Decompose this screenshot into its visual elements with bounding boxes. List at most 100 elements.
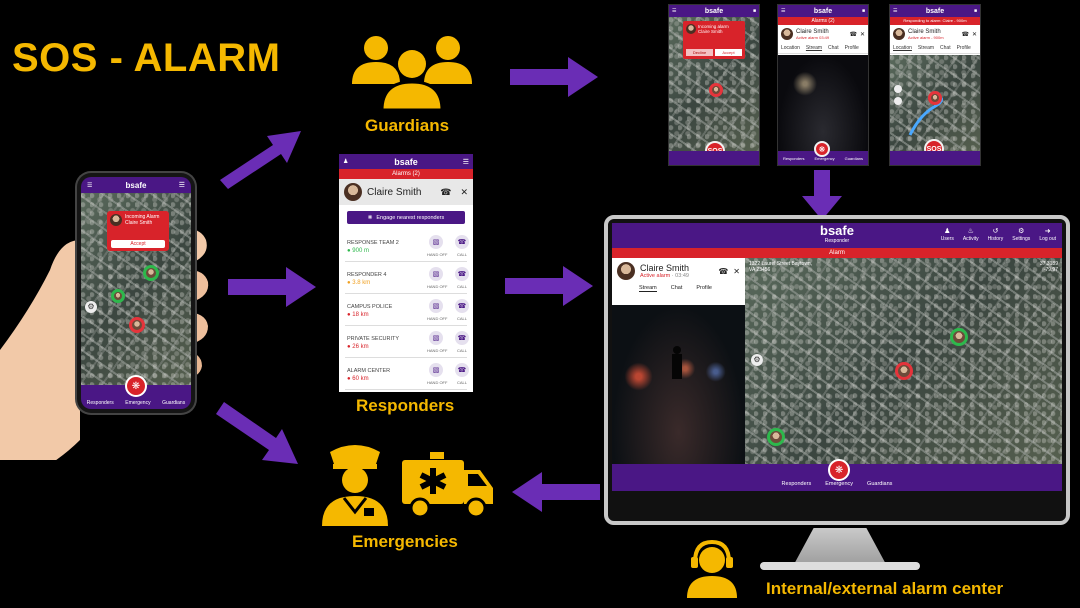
zoom-out-icon[interactable] — [894, 97, 902, 105]
menu-icon[interactable]: ☰ — [781, 8, 786, 14]
avatar — [893, 28, 905, 40]
map-pin-guardian[interactable] — [111, 289, 125, 303]
users-icon: ♟ — [944, 228, 951, 235]
emergency-button[interactable]: ❋ — [125, 375, 147, 397]
nav-responders[interactable]: Responders — [782, 155, 805, 161]
location-pin-icon: ● — [347, 248, 353, 254]
nav-guardians[interactable]: Guardians — [867, 481, 893, 487]
tab-location[interactable]: Location — [893, 45, 912, 51]
distance-value: 60 km — [352, 376, 369, 382]
phone-icon[interactable]: ☎ — [718, 266, 729, 276]
users-icon[interactable]: ♟ — [343, 159, 349, 165]
close-icon[interactable]: ✕ — [971, 31, 977, 38]
phone-icon[interactable]: ☎ — [961, 31, 969, 38]
nav-emergency[interactable]: Emergency — [125, 400, 151, 406]
alarm-map[interactable]: 1322 Laurel Street Baytown, VA 23456 37.… — [745, 258, 1062, 464]
nav-emergency[interactable]: Emergency — [814, 155, 835, 161]
phone-icon[interactable]: ☎ — [849, 31, 857, 38]
nav-responders[interactable]: Responders — [86, 400, 114, 406]
menu-icon[interactable]: ☰ — [893, 8, 898, 14]
tab-stream[interactable]: Stream — [639, 285, 657, 292]
map-pin-guardian[interactable] — [143, 265, 159, 281]
map-pin-user[interactable] — [709, 83, 723, 97]
nav-emergency-group[interactable]: ❋ Emergency — [825, 459, 853, 487]
map-pin-guardian[interactable] — [767, 428, 785, 446]
brand-logo: bsafe — [704, 7, 724, 15]
distance-value: 18 km — [352, 312, 369, 318]
hand-off-button[interactable]: ▧ — [429, 331, 443, 345]
call-button[interactable]: ☎ — [455, 331, 469, 345]
brand-name: bsafe — [820, 223, 854, 238]
tab-location[interactable]: Location — [781, 45, 800, 51]
close-icon[interactable]: ✕ — [859, 31, 865, 38]
tab-chat[interactable]: Chat — [670, 285, 683, 291]
live-stream-video[interactable] — [778, 55, 868, 151]
call-button[interactable]: ☎ — [455, 299, 469, 313]
tab-stream[interactable]: Stream — [805, 45, 823, 51]
alarm-profile-card: Claire Smith Active alarm - 900m ☎ ✕ — [890, 25, 980, 43]
call-button[interactable]: ☎ — [455, 267, 469, 281]
route-map[interactable] — [890, 55, 980, 151]
lock-icon[interactable]: ■ — [861, 8, 865, 14]
tab-profile[interactable]: Profile — [844, 45, 859, 51]
incoming-alarm-card: Incoming Alarm Claire Smith Accept — [107, 211, 169, 251]
map-pin-user[interactable] — [895, 362, 913, 380]
nav-history[interactable]: ↺History — [988, 227, 1004, 242]
tab-profile[interactable]: Profile — [696, 285, 712, 291]
nav-settings[interactable]: ⚙Settings — [1012, 227, 1030, 242]
user-menu-icon[interactable]: ☰ — [87, 182, 93, 189]
responding-bar: Responding to alarm: Claire - 900m — [890, 17, 980, 25]
nav-guardians[interactable]: Guardians — [162, 400, 186, 406]
phone-icon[interactable]: ☎ — [440, 186, 452, 197]
guardian-screen-stream: ☰ bsafe ■ Alarms (2) Claire Smith Active… — [777, 4, 869, 166]
close-icon[interactable]: ✕ — [733, 266, 740, 276]
menu-icon[interactable]: ☰ — [462, 158, 469, 166]
responder-distance: ● 3.8 km — [347, 280, 370, 286]
tab-profile[interactable]: Profile — [956, 45, 971, 51]
zoom-in-icon[interactable] — [894, 85, 902, 93]
call-button[interactable]: ☎ — [455, 363, 469, 377]
lock-icon[interactable]: ■ — [973, 8, 977, 14]
guardian-screen-incoming: ☰ bsafe ■ Incoming alarm Claire Smith De… — [668, 4, 760, 166]
guardian-map[interactable]: Incoming alarm Claire Smith Decline Acce… — [669, 17, 759, 151]
hand-off-button[interactable]: ▧ — [429, 235, 443, 249]
settings-icon[interactable]: ⚙ — [85, 301, 97, 313]
live-stream-video[interactable] — [612, 305, 745, 464]
arrow-responders-to-monitor — [505, 266, 593, 306]
responder-distance: ● 18 km — [347, 312, 369, 318]
accept-button[interactable]: Accept — [111, 240, 165, 248]
menu-icon[interactable]: ☰ — [672, 8, 677, 14]
menu-icon[interactable]: ☰ — [178, 182, 185, 189]
engage-responders-button[interactable]: ❋ Engage nearest responders — [347, 211, 465, 224]
user-phone: ☰ bsafe ☰ Incoming Alarm Claire Smith Ac… — [77, 173, 195, 413]
hand-off-label: HAND OFF — [427, 380, 448, 385]
tab-stream[interactable]: Stream — [917, 45, 935, 51]
accept-button[interactable]: Accept — [715, 49, 742, 56]
emergency-button[interactable]: ❋ — [814, 141, 830, 157]
map-pin-guardian[interactable] — [950, 328, 968, 346]
distance-value: 26 km — [352, 344, 369, 350]
user-map[interactable]: Incoming Alarm Claire Smith Accept ⚙ — [81, 193, 191, 385]
decline-button[interactable]: Decline — [686, 49, 713, 56]
lock-icon[interactable]: ■ — [752, 8, 756, 14]
call-button[interactable]: ☎ — [455, 235, 469, 249]
tab-chat[interactable]: Chat — [940, 45, 951, 51]
brand-logo: bsafe Responder — [820, 223, 854, 247]
settings-icon[interactable]: ⚙ — [751, 354, 763, 366]
emergency-button[interactable]: ❋ — [828, 459, 851, 481]
nav-users[interactable]: ♟Users — [941, 227, 954, 242]
hand-off-button[interactable]: ▧ — [429, 267, 443, 281]
nav-activity[interactable]: ♨Activity — [963, 227, 979, 242]
close-icon[interactable]: ✕ — [460, 186, 468, 197]
hand-off-button[interactable]: ▧ — [429, 363, 443, 377]
responder-name: RESPONDER 4 — [347, 272, 387, 278]
tab-chat[interactable]: Chat — [828, 45, 839, 51]
map-pin-user[interactable] — [928, 91, 942, 105]
person-silhouette — [672, 346, 682, 379]
nav-logout[interactable]: ➜Log out — [1039, 227, 1056, 242]
map-pin-user[interactable] — [129, 317, 145, 333]
distance-value: 3.8 km — [352, 280, 371, 286]
nav-guardians[interactable]: Guardians — [844, 155, 864, 161]
nav-responders[interactable]: Responders — [781, 481, 812, 487]
hand-off-button[interactable]: ▧ — [429, 299, 443, 313]
